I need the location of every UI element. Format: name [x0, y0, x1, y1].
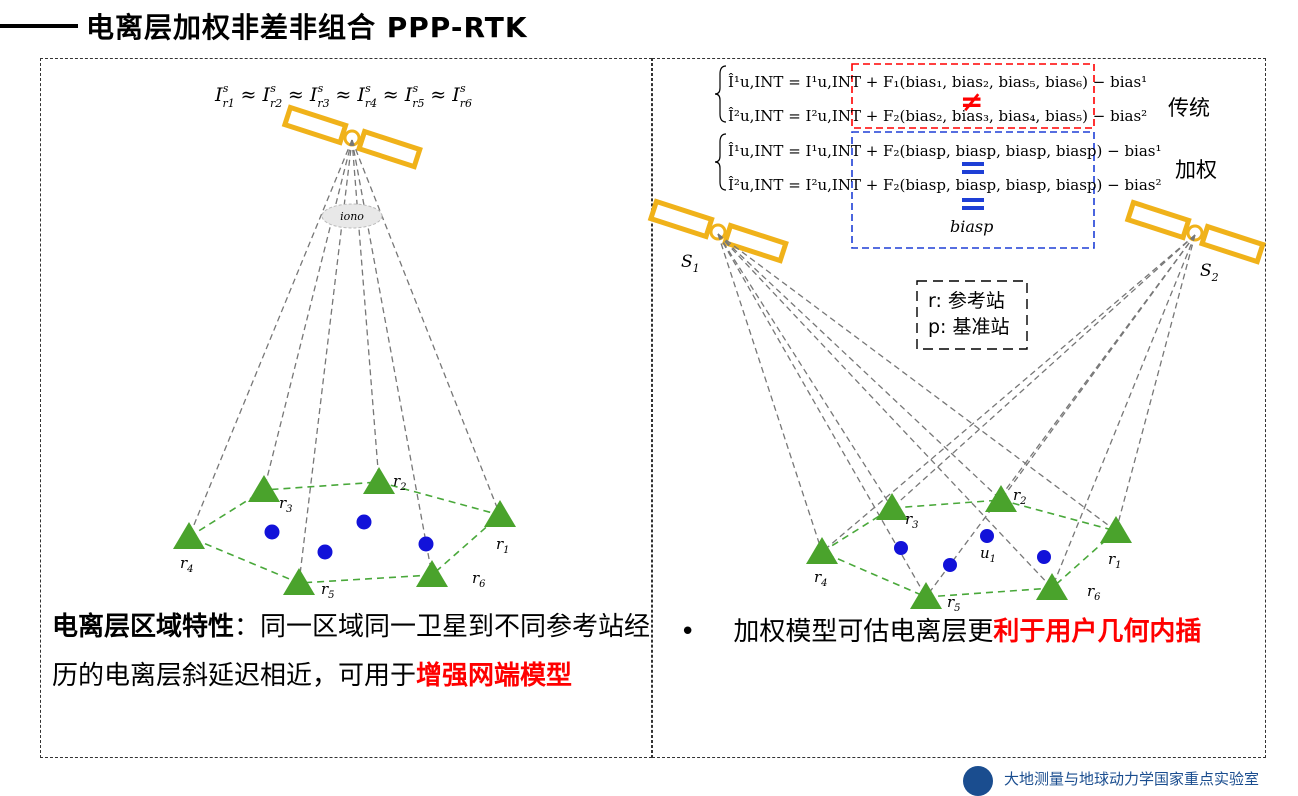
left-caption-bold: 电离层区域特性 [52, 612, 235, 642]
title-dash [0, 24, 78, 28]
right-panel [652, 58, 1266, 758]
svg-text:r5: r5 [321, 580, 335, 601]
satellite-s2-icon [1128, 202, 1263, 261]
legend-base-station: p: 基准站 [928, 316, 1010, 338]
right-caption-text: 加权模型可估电离层更 [733, 617, 994, 647]
legend: r: 参考站 p: 基准站 [928, 288, 1010, 340]
bullet-icon: • [680, 617, 696, 647]
legend-reference-station: r: 参考站 [928, 290, 1005, 312]
svg-text:r1: r1 [1108, 550, 1122, 571]
label-traditional: 传统 [1168, 96, 1210, 120]
iono-ellipse [321, 203, 383, 229]
legend-box [916, 280, 1028, 350]
svg-text:r1: r1 [496, 535, 510, 556]
station-r1-icon [484, 500, 516, 527]
left-station-labels: r4 r3 r2 r1 r6 r5 [180, 472, 510, 601]
s1-signal-rays [717, 233, 1117, 598]
eq4: Î²u,INT = I²u,INT + F₂(biasp, biasp, bia… [728, 176, 1162, 194]
station-r5-right-icon [910, 582, 942, 609]
institution-logo-icon [963, 766, 993, 796]
left-panel [40, 58, 652, 758]
station-r5-icon [283, 568, 315, 595]
svg-text:r3: r3 [279, 494, 293, 515]
equation-lines: Î¹u,INT = I¹u,INT + F₁(bias₁, bias₂, bia… [728, 73, 1162, 194]
diagram-canvas: Ir1s ≈ Ir2s ≈ Ir3s ≈ Ir4s ≈ Ir5s ≈ Ir6s … [173, 63, 1298, 614]
eq2: Î²u,INT = I²u,INT + F₂(bias₂, bias₃, bia… [728, 107, 1147, 125]
eq1: Î¹u,INT = I¹u,INT + F₁(bias₁, bias₂, bia… [728, 73, 1147, 91]
sat2-label: S2 [1200, 261, 1219, 284]
right-caption: • 加权模型可估电离层更利于用户几何内插 [680, 612, 1201, 652]
eq3: Î¹u,INT = I¹u,INT + F₂(biasp, biasp, bia… [728, 142, 1162, 160]
station-r4-right-icon [806, 537, 838, 564]
svg-text:Ir1s ≈ Ir2s ≈ Ir3s: Ir1s ≈ Ir2s ≈ Ir3s ≈ Ir4s ≈ Ir5s ≈ Ir6s [214, 75, 472, 110]
traditional-box [851, 63, 1095, 129]
station-r2-icon [363, 467, 395, 494]
svg-text:u1: u1 [980, 544, 996, 565]
svg-text:r5: r5 [947, 593, 961, 614]
left-user-dots [264, 514, 434, 560]
bias-p-label: biasp [950, 217, 993, 236]
left-network-outline [187, 481, 502, 584]
title-text: 电离层加权非差非组合 PPP-RTK [86, 11, 528, 44]
station-r4-icon [173, 522, 205, 549]
station-r1-right-icon [1100, 516, 1132, 543]
not-equal-icon: ≠ [960, 85, 983, 118]
svg-text:r2: r2 [1013, 486, 1027, 507]
s2-signal-rays [821, 234, 1196, 598]
left-caption-red: 增强网端模型 [416, 661, 573, 691]
left-satellite-icon [285, 107, 420, 166]
svg-text:r6: r6 [1087, 582, 1101, 603]
satellite-s1-icon [651, 201, 786, 260]
page-title: 电离层加权非差非组合 PPP-RTK [0, 4, 528, 48]
svg-text:r4: r4 [814, 568, 828, 589]
weighted-box [851, 131, 1095, 249]
left-equation: Ir1s ≈ Ir2s ≈ Ir3s ≈ Ir4s ≈ Ir5s ≈ Ir6s [214, 75, 472, 110]
right-station-labels: r4 r3 r2 r1 r6 r5 u1 [814, 486, 1122, 614]
left-caption: 电离层区域特性：同一区域同一卫星到不同参考站经历的电离层斜延迟相近，可用于增强网… [52, 603, 652, 701]
sat1-label: S1 [681, 252, 700, 275]
svg-text:r3: r3 [905, 510, 919, 531]
iono-label: iono [340, 210, 364, 223]
right-caption-red: 利于用户几何内插 [993, 617, 1202, 647]
equation-braces [714, 65, 727, 191]
equal-sign-icon [962, 162, 984, 210]
left-caption-text: ：同一区域同一卫星到不同参考站经历的电离层斜延迟相近，可用于 [52, 612, 651, 691]
label-weighted: 加权 [1175, 158, 1217, 182]
right-user-dots [894, 529, 1051, 572]
svg-text:r4: r4 [180, 554, 194, 575]
station-r6-icon [416, 560, 448, 587]
svg-text:r6: r6 [472, 569, 486, 590]
svg-text:r2: r2 [393, 472, 407, 493]
